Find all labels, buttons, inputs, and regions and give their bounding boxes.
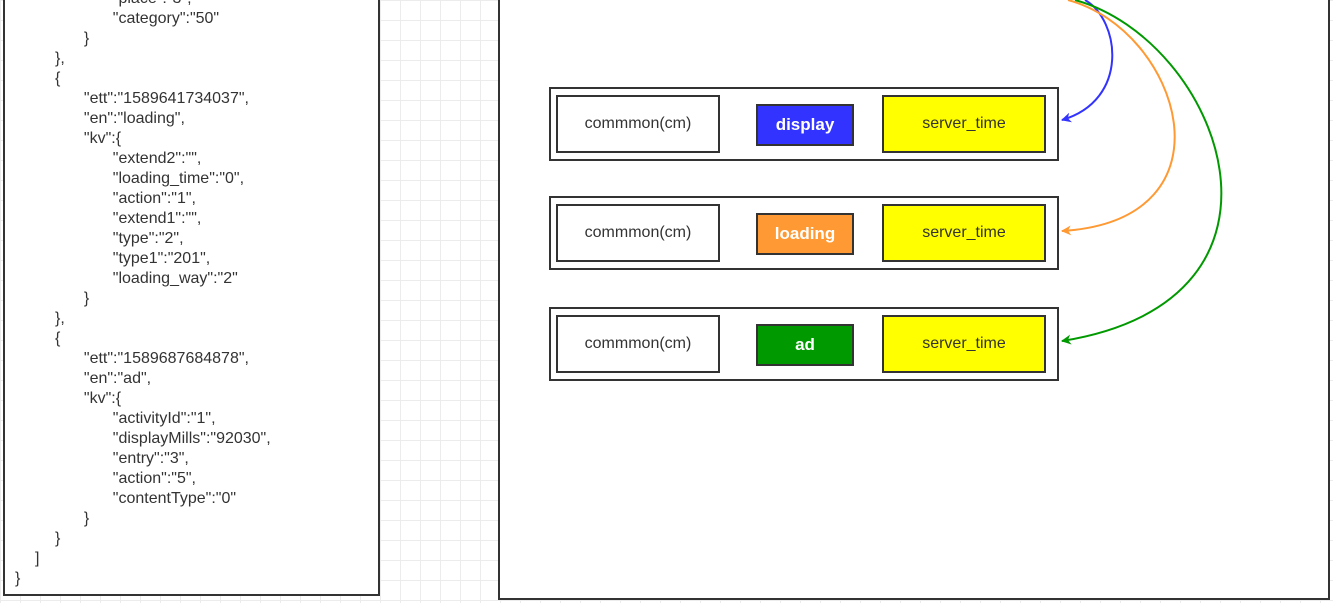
arrow-to-ad-row — [1061, 0, 1223, 345]
code-line: } — [15, 570, 21, 587]
code-line: "kv":{ — [75, 130, 122, 147]
server-time-cell: server_time — [882, 95, 1046, 153]
arrow-to-loading-row — [1061, 0, 1176, 236]
code-line: { — [55, 70, 61, 87]
code-line: "ett":"1589687684878", — [75, 350, 249, 367]
code-line: }, — [55, 310, 65, 327]
common-cell: commmon(cm) — [556, 204, 720, 262]
event-row-ad: commmon(cm) ad server_time — [549, 307, 1059, 381]
event-cell: loading — [756, 213, 854, 255]
code-line: } — [75, 510, 90, 527]
code-line: "contentType":"0" — [95, 490, 237, 507]
code-line: } — [75, 30, 90, 47]
code-line: "type1":"201", — [95, 250, 211, 267]
code-line: "loading_way":"2" — [95, 270, 238, 287]
code-line: "entry":"3", — [95, 450, 189, 467]
code-line: "action":"5", — [95, 470, 196, 487]
code-line: "en":"loading", — [75, 110, 185, 127]
code-line: "category":"50" — [95, 10, 220, 27]
event-row-display: commmon(cm) display server_time — [549, 87, 1059, 161]
event-cell: display — [756, 104, 854, 146]
code-line: "ett":"1589641734037", — [75, 90, 249, 107]
code-line: "action":"1", — [95, 190, 196, 207]
code-line: "loading_time":"0", — [95, 170, 245, 187]
json-code-panel: "place":"3", "category":"50" }}, { "ett":… — [3, 0, 380, 596]
common-cell: commmon(cm) — [556, 315, 720, 373]
code-line: } — [55, 530, 61, 547]
common-cell: commmon(cm) — [556, 95, 720, 153]
server-time-cell: server_time — [882, 204, 1046, 262]
arrow-to-display-row — [1061, 0, 1114, 123]
code-line: "extend2":"", — [95, 150, 202, 167]
code-line: "kv":{ — [75, 390, 122, 407]
code-line: "displayMills":"92030", — [95, 430, 271, 447]
code-line: "type":"2", — [95, 230, 184, 247]
event-cell: ad — [756, 324, 854, 366]
code-line: "extend1":"", — [95, 210, 202, 227]
server-time-cell: server_time — [882, 315, 1046, 373]
event-row-loading: commmon(cm) loading server_time — [549, 196, 1059, 270]
code-line: "activityId":"1", — [95, 410, 216, 427]
code-line: }, — [55, 50, 65, 67]
code-line: "place":"3", — [95, 0, 192, 9]
code-line: { — [55, 330, 61, 347]
code-line: ] — [35, 550, 40, 567]
code-line: "en":"ad", — [75, 370, 152, 387]
code-line: } — [75, 290, 90, 307]
